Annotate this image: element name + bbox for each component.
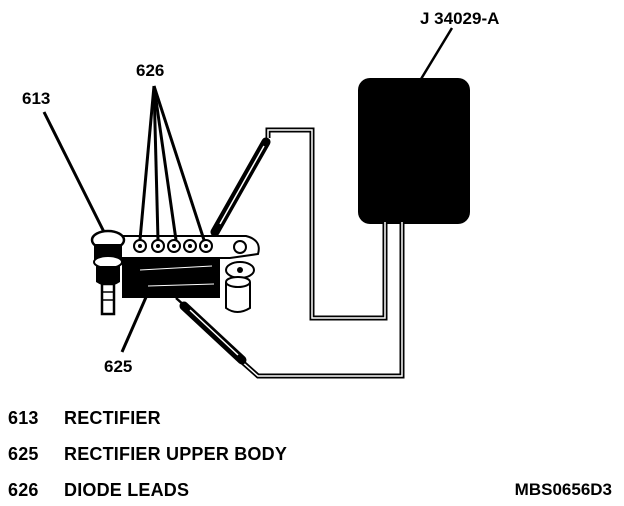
diode-leads-leader-lines: [138, 85, 206, 241]
rectifier: [90, 229, 260, 316]
rectifier-upper-body: [122, 252, 220, 298]
test-lead-wire-lower: [238, 222, 405, 379]
test-lead-wire-upper-inner: [267, 129, 386, 319]
tester-label: J 34029-A: [420, 9, 499, 28]
rectifier-post: [225, 261, 255, 313]
diode-leads-callout: 626: [136, 61, 164, 80]
rectifier-stud: [90, 229, 126, 316]
legend-number: 613: [8, 408, 39, 428]
rectifier-leader-line: [42, 111, 106, 233]
legend-number: 626: [8, 480, 39, 500]
legend-label: RECTIFIER: [64, 408, 161, 428]
legend-label: RECTIFIER UPPER BODY: [64, 444, 288, 464]
diode-lead-terminals: [133, 239, 247, 254]
test-lead-wire-lower-inner: [239, 222, 403, 377]
legend-number: 625: [8, 444, 39, 464]
legend-item-diode-leads: 626 DIODE LEADS: [8, 480, 189, 501]
lower-probe: [175, 297, 247, 365]
tester-body: [358, 78, 470, 224]
rectifier-callout: 613: [22, 89, 50, 108]
tester-leader-line: [416, 27, 454, 85]
upper-body-callout: 625: [104, 357, 132, 376]
figure-code: MBS0656D3: [514, 480, 612, 499]
legend-label: DIODE LEADS: [64, 480, 190, 500]
upper-probe: [204, 137, 271, 247]
legend-item-upper-body: 625 RECTIFIER UPPER BODY: [8, 444, 287, 465]
legend-item-rectifier: 613 RECTIFIER: [8, 408, 161, 429]
upper-body-leader-line: [120, 287, 152, 353]
